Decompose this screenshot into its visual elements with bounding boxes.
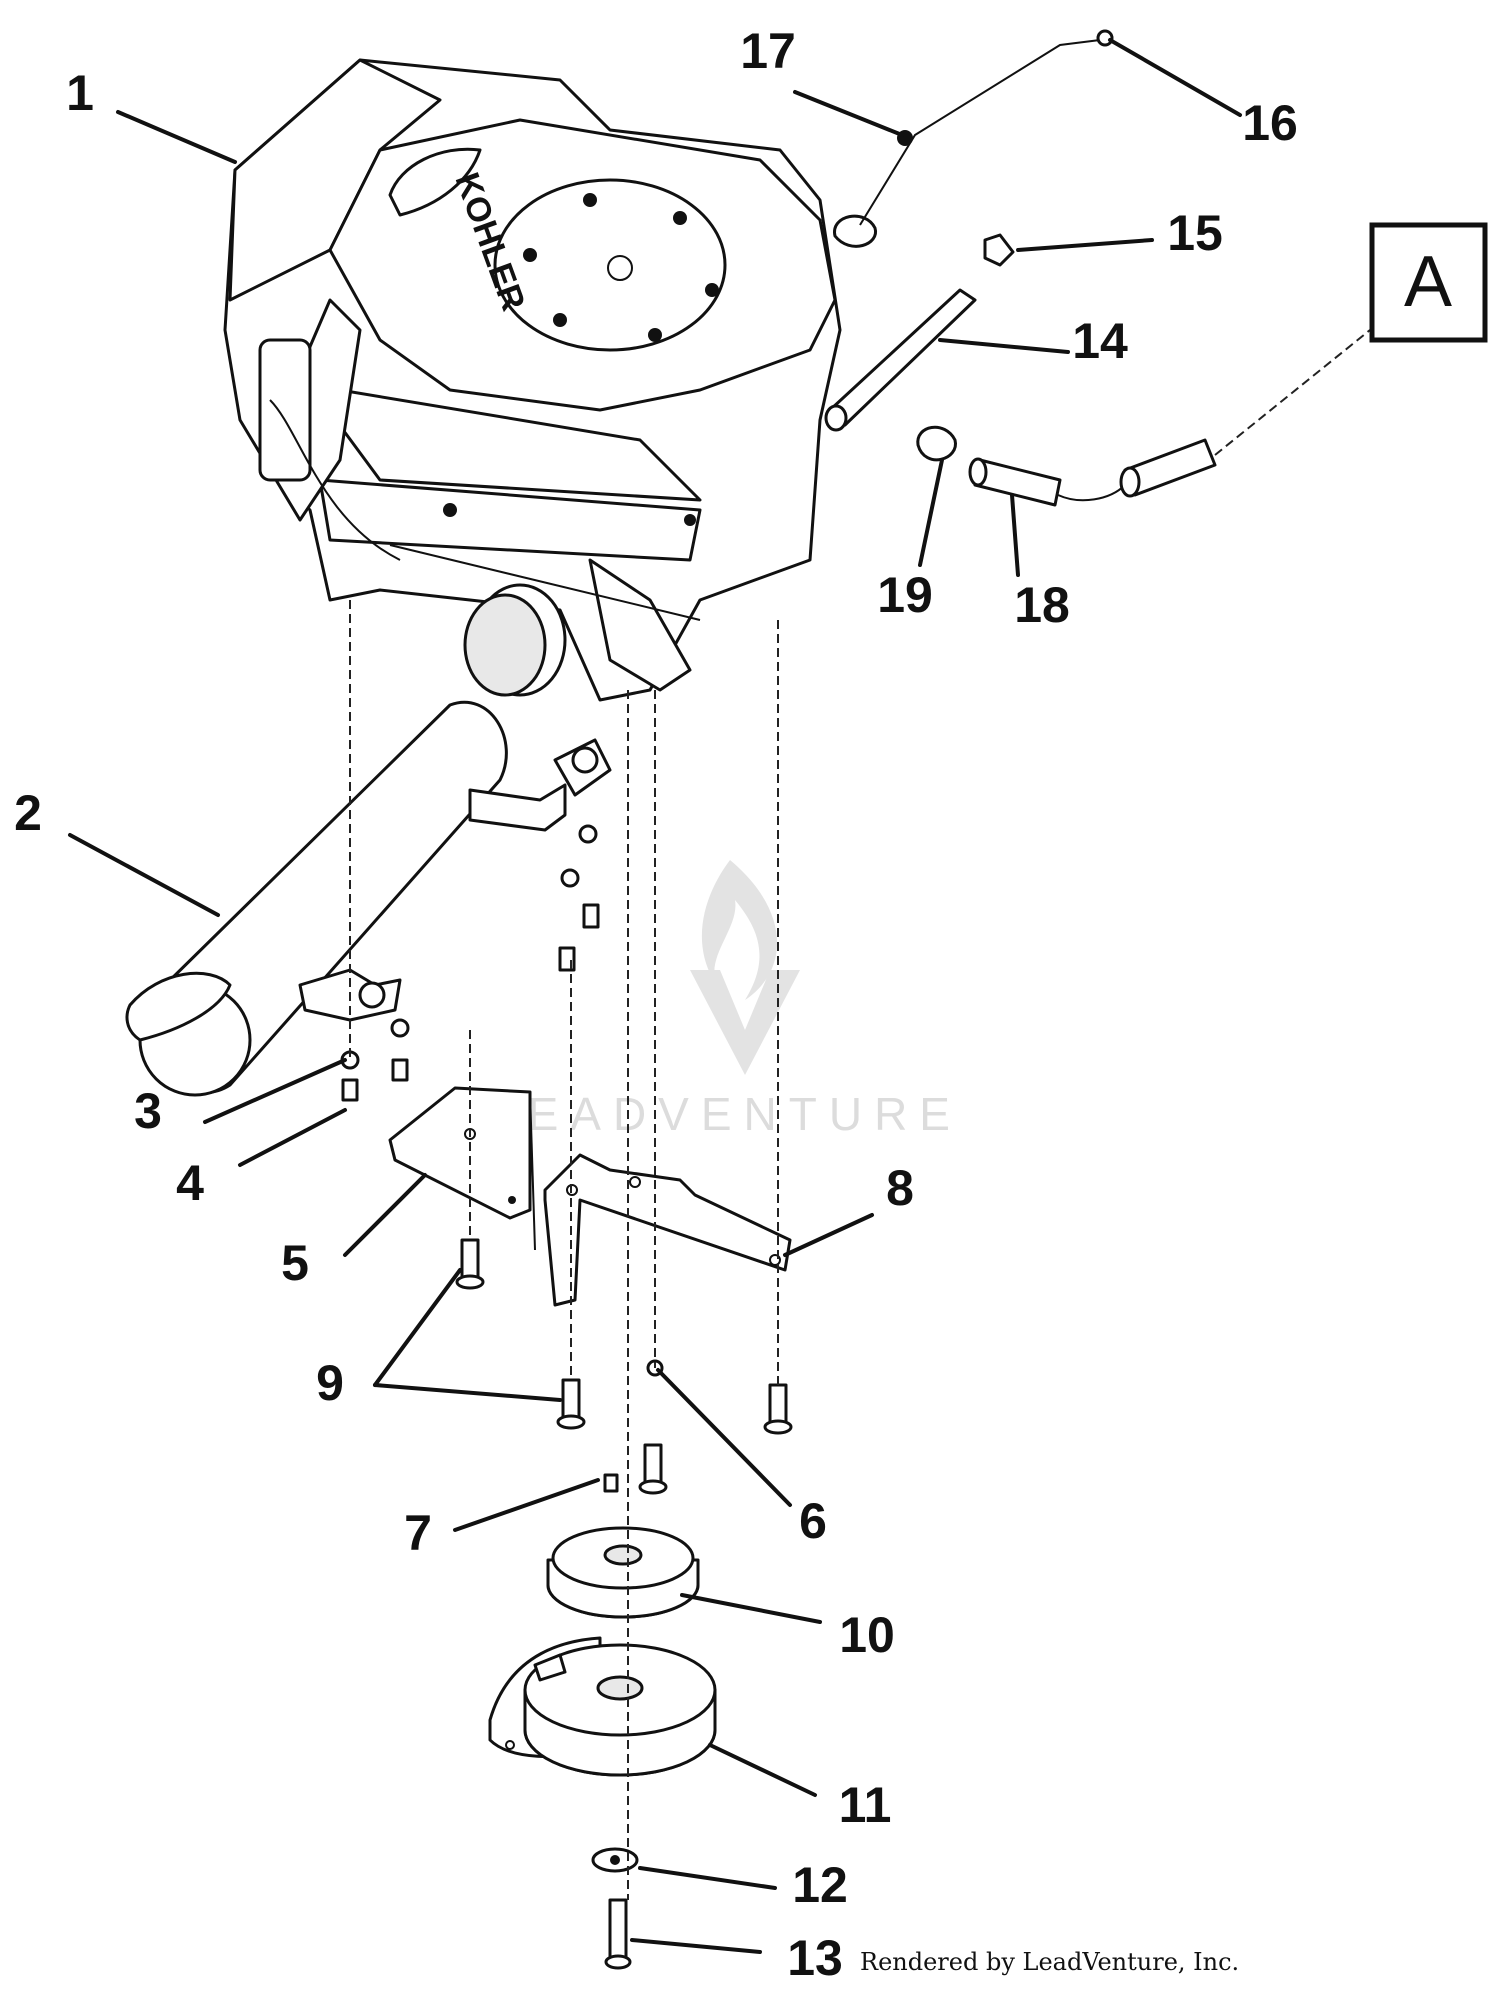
callout-6: 6 bbox=[799, 1493, 827, 1549]
reference-box-a: A bbox=[1369, 222, 1488, 343]
muffler bbox=[125, 700, 612, 1097]
engine: KOHLER bbox=[223, 58, 842, 702]
callout-12: 12 bbox=[792, 1857, 848, 1913]
callout-7: 7 bbox=[404, 1505, 432, 1561]
washer-bolt bbox=[591, 1847, 639, 1970]
reference-box-label: A bbox=[1404, 242, 1452, 322]
callout-19: 19 bbox=[877, 567, 933, 623]
callout-16: 16 bbox=[1242, 95, 1298, 151]
callout-11: 11 bbox=[839, 1777, 892, 1833]
callout-3: 3 bbox=[134, 1083, 162, 1139]
callout-numbers: 1 2 3 4 5 6 7 8 9 10 11 12 13 14 15 16 1… bbox=[14, 23, 1298, 1986]
leader-lines bbox=[68, 38, 1242, 1954]
dipstick-assembly bbox=[824, 29, 1114, 432]
watermark-text: LEADVENTURE bbox=[490, 1088, 962, 1140]
callout-18: 18 bbox=[1014, 577, 1070, 633]
callout-9: 9 bbox=[316, 1355, 344, 1411]
callout-4: 4 bbox=[176, 1155, 204, 1211]
callout-8: 8 bbox=[886, 1160, 914, 1216]
callout-15: 15 bbox=[1167, 205, 1223, 261]
fuel-line-assembly bbox=[916, 329, 1371, 507]
heat-shield-5 bbox=[388, 1086, 536, 1251]
pulley-10 bbox=[546, 1526, 700, 1619]
bracket-8 bbox=[543, 1153, 792, 1307]
callout-2: 2 bbox=[14, 785, 42, 841]
alignment-lines bbox=[349, 600, 779, 1900]
callout-14: 14 bbox=[1072, 313, 1128, 369]
callout-10: 10 bbox=[839, 1607, 895, 1663]
watermark: LEADVENTURE bbox=[490, 860, 962, 1140]
callout-5: 5 bbox=[281, 1235, 309, 1291]
callout-1: 1 bbox=[66, 65, 94, 121]
clutch-11 bbox=[488, 1636, 717, 1777]
render-credit: Rendered by LeadVenture, Inc. bbox=[860, 1948, 1239, 1976]
callout-17: 17 bbox=[740, 23, 796, 79]
callout-13: 13 bbox=[787, 1930, 843, 1986]
